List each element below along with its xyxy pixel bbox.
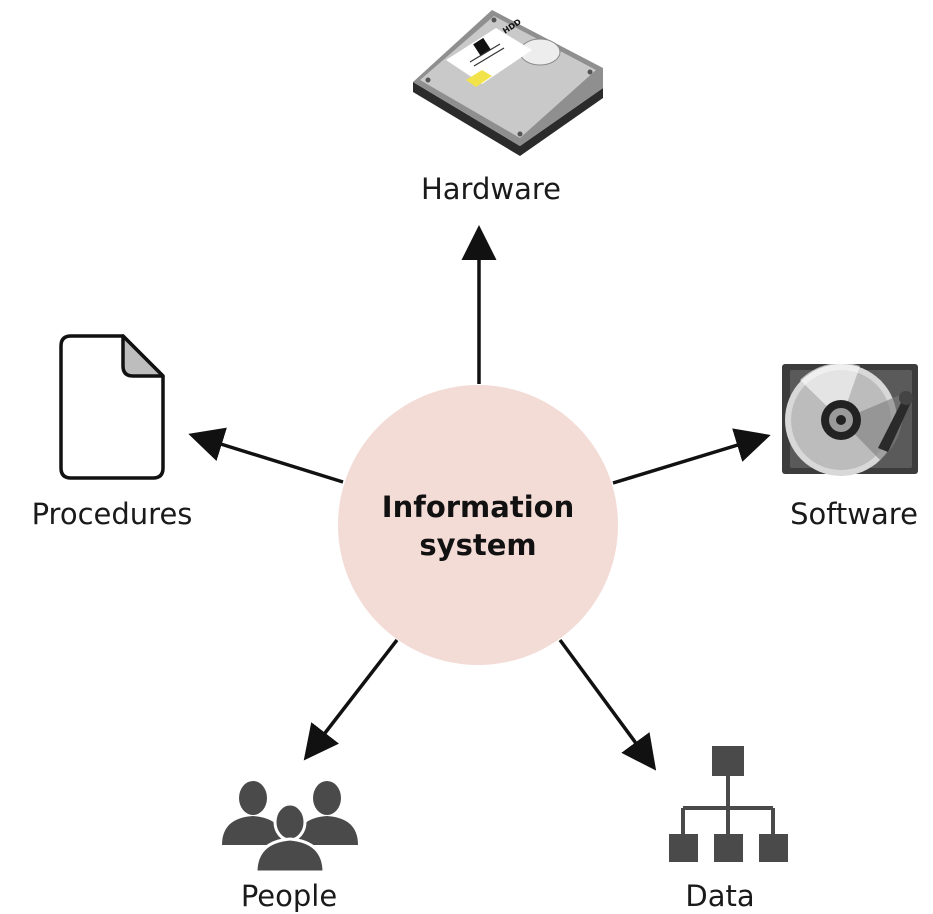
people-group-icon — [222, 781, 358, 874]
arrows — [188, 225, 771, 771]
arrow-to-people — [303, 638, 399, 761]
center-label-line2: system — [419, 528, 536, 562]
hierarchy-tree-icon — [669, 746, 788, 862]
software-label: Software — [790, 497, 918, 531]
hard-drive-icon: HDD — [413, 10, 603, 156]
hardware-label: Hardware — [421, 172, 561, 206]
arrow-to-procedures — [188, 427, 344, 484]
people-label: People — [241, 879, 337, 913]
center-circle — [338, 385, 618, 665]
procedures-label: Procedures — [32, 497, 193, 531]
open-disk-drive-icon — [782, 362, 918, 476]
arrow-to-software — [612, 428, 771, 485]
document-icon — [59, 334, 165, 480]
data-label: Data — [685, 879, 754, 913]
center-label-line1: Information — [382, 490, 574, 524]
center-node: Information system — [338, 385, 618, 665]
arrow-to-data — [558, 638, 657, 771]
